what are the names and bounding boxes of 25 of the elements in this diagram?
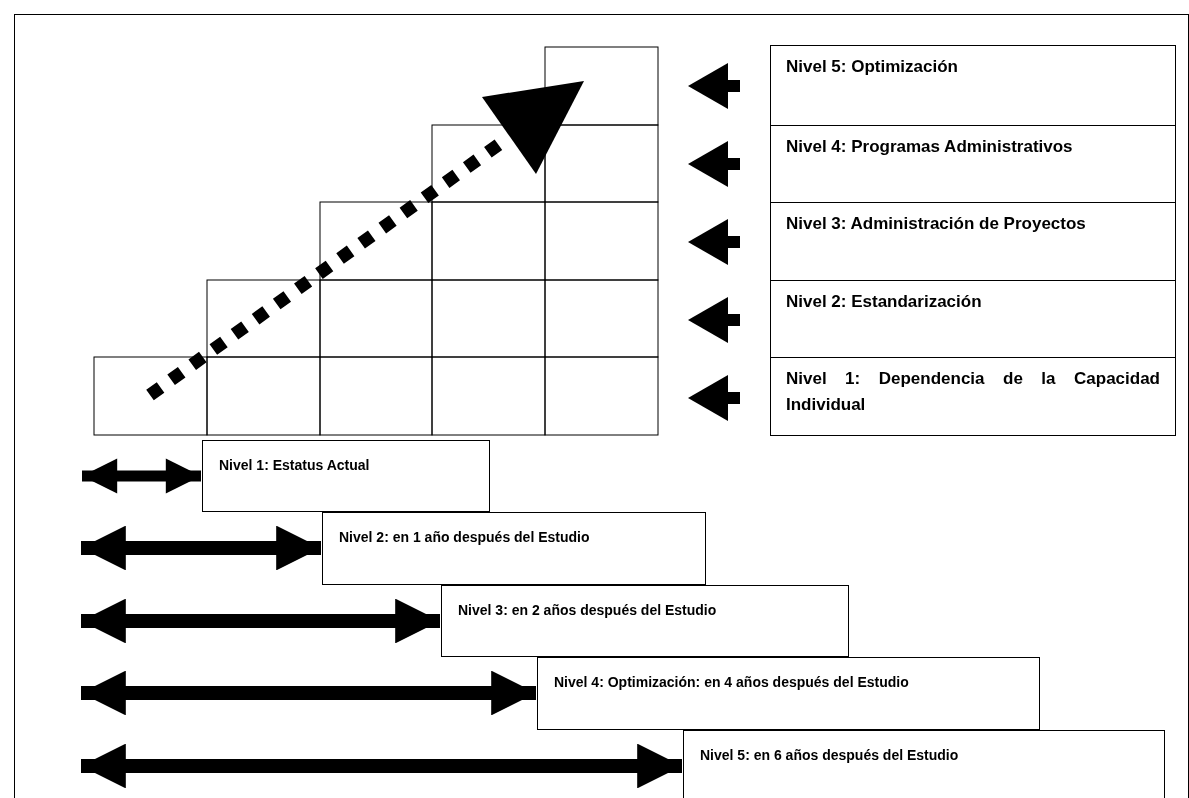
level-label: Nivel 4: Programas Administrativos [786,136,1074,158]
level-label: Nivel 2: en 1 año después del Estudio [339,528,591,547]
level-label: Nivel 5: Optimización [786,56,959,78]
level-label: Nivel 1: Dependencia de la Capacidad Individual [786,368,1160,416]
level-label: Nivel 2: Estandarización [786,291,983,313]
level-box [202,440,490,512]
level-box [770,45,1176,126]
level-box [770,125,1176,203]
level-box [322,512,706,585]
level-label: Nivel 5: en 6 años después del Estudio [700,746,960,765]
arrow [81,743,682,789]
level-label: Nivel 3: en 2 años después del Estudio [458,601,718,620]
level-label: Nivel 1: Estatus Actual [219,456,371,475]
level-box [441,585,849,657]
level-label: Nivel 3: Administración de Proyectos [786,213,1087,235]
level-box [770,280,1176,358]
level-box [770,202,1176,281]
arrow [81,670,536,716]
level-label: Nivel 4: Optimización: en 4 años después del Estudio [554,673,910,692]
arrow [81,525,321,571]
arrow [82,458,201,494]
level-box [537,657,1040,730]
level-box [683,730,1165,798]
arrow [81,598,440,644]
level-box [770,357,1176,436]
